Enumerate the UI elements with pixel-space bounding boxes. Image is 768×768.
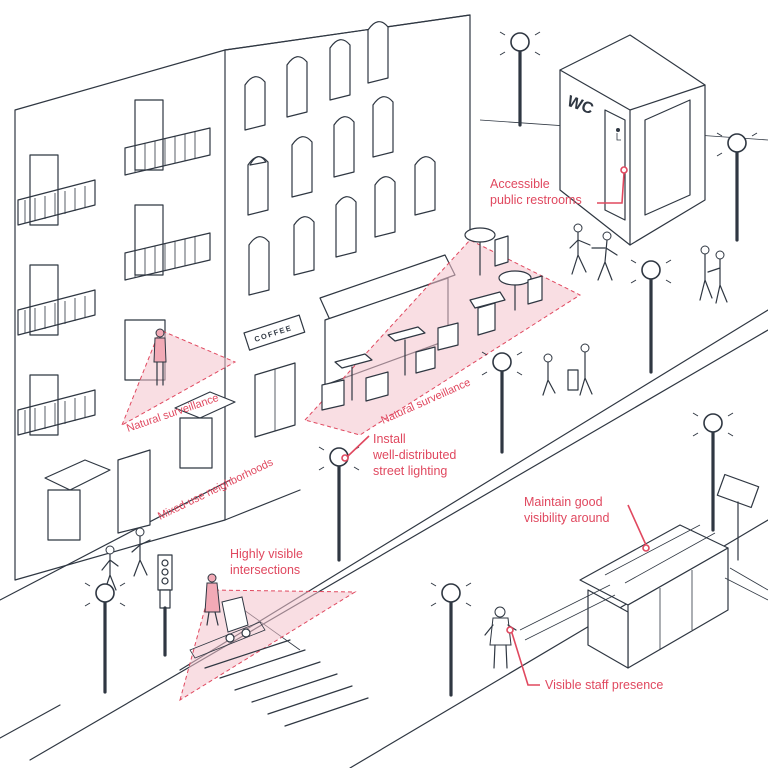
- callout-lighting-line3: street lighting: [373, 464, 447, 478]
- people: [101, 223, 728, 669]
- crosswalk: [189, 567, 768, 727]
- callout-restrooms-line1: Accessible: [490, 177, 550, 191]
- callout-intersections-line1: Highly visible: [230, 547, 303, 561]
- person-balcony: [153, 328, 167, 386]
- cafe-seating: [321, 227, 543, 411]
- pedestrians-left: [101, 527, 151, 591]
- callout-intersections-line2: intersections: [230, 563, 300, 577]
- arched-windows: [244, 21, 436, 296]
- balcony-row-2: [17, 204, 211, 336]
- street-lamps: [84, 31, 758, 697]
- surveillance-zone-left: [121, 329, 237, 427]
- callout-lighting-line2: well-distributed: [372, 448, 456, 462]
- street-lamp-icon: [84, 582, 126, 694]
- balcony-row-1: [17, 99, 211, 226]
- wheelchair-icon: [616, 128, 621, 141]
- street-lamp-icon: [481, 351, 523, 454]
- callout-leaders: [341, 166, 650, 686]
- public-toilet-icon: WC: [559, 34, 706, 246]
- street-lamp-icon: [716, 132, 758, 242]
- callout-visibility-line1: Maintain good: [524, 495, 603, 509]
- pedestrians-right: [542, 223, 728, 396]
- callout-visibility-line2: visibility around: [524, 511, 610, 525]
- callout-restrooms-line2: public restrooms: [490, 193, 582, 207]
- street-lamp-icon: [630, 259, 672, 374]
- label-mixed-use: Mixed-use neighborhoods: [156, 456, 275, 522]
- callout-intersections: Highly visible intersections: [230, 547, 303, 577]
- callout-visibility: Maintain good visibility around: [524, 495, 610, 525]
- callout-staff: Visible staff presence: [545, 678, 663, 692]
- intersection-zone: [179, 589, 357, 702]
- left-building: [14, 14, 471, 581]
- middle-building: COFFEE: [224, 14, 471, 521]
- person-with-stroller: [204, 573, 251, 643]
- street-lamp-icon: [692, 412, 734, 532]
- street-lamp-icon: [430, 582, 472, 697]
- coffee-sign: COFFEE: [243, 314, 306, 351]
- callout-lighting: Install well-distributed street lighting: [372, 432, 456, 478]
- street-lamp-icon: [318, 446, 360, 562]
- traffic-light-icon: [157, 554, 173, 657]
- callout-lighting-line1: Install: [373, 432, 406, 446]
- street-lamp-icon: [499, 31, 541, 127]
- bus-shelter-icon: [579, 473, 760, 669]
- callout-restrooms: Accessible public restrooms: [490, 177, 582, 207]
- staff-person: [484, 606, 517, 669]
